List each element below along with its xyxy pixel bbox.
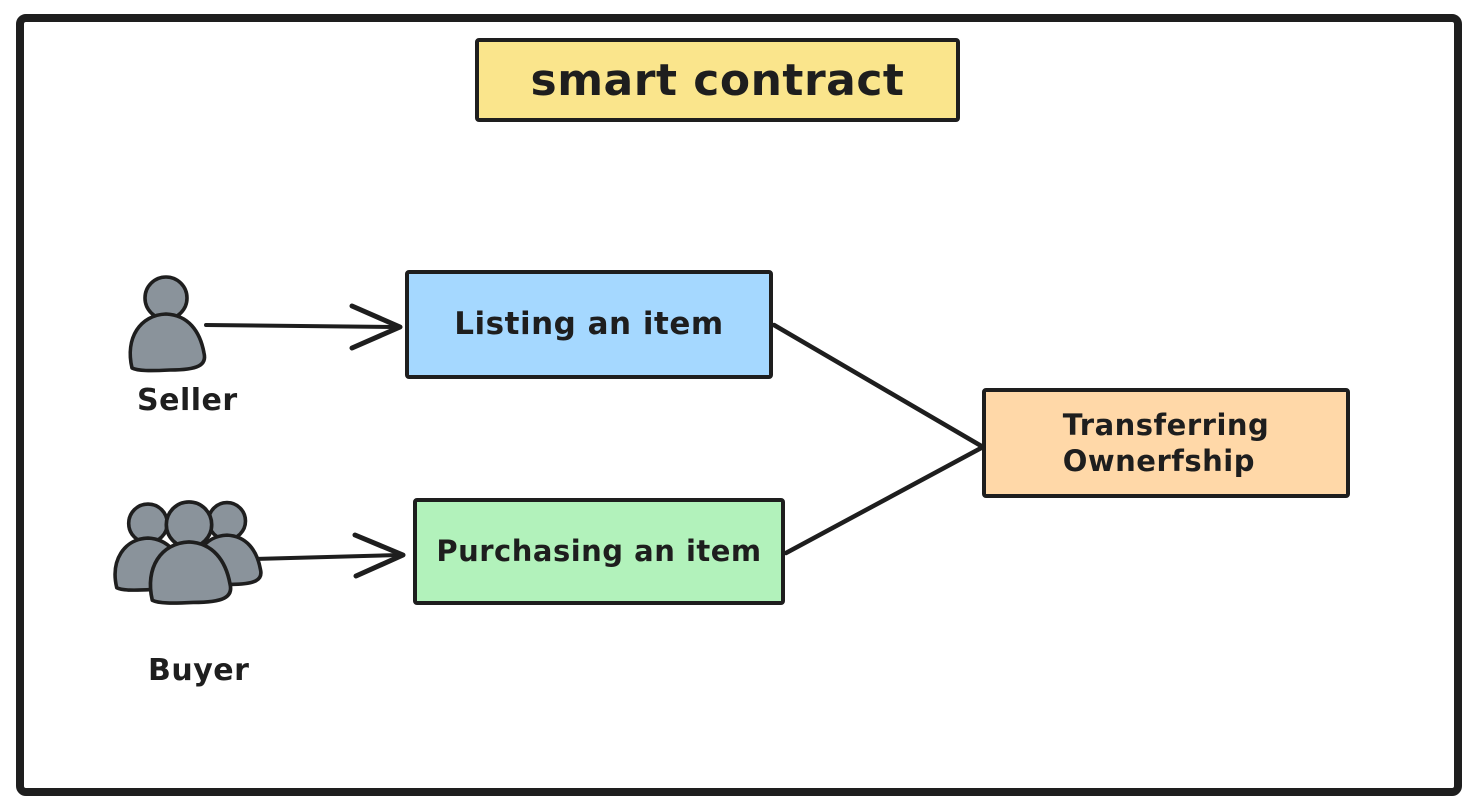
outer-border: [16, 14, 1462, 796]
node-purchasing-label: Purchasing an item: [436, 534, 762, 569]
node-purchasing-an-item: Purchasing an item: [413, 498, 785, 605]
title-box: smart contract: [475, 38, 960, 122]
node-listing-an-item: Listing an item: [405, 270, 773, 379]
node-listing-label: Listing an item: [454, 306, 724, 343]
node-transferring-ownership: Transferring Ownerfship: [982, 388, 1350, 498]
seller-person-icon: [128, 275, 207, 373]
buyer-label: Buyer: [148, 653, 250, 688]
buyer-people-group-icon: [113, 500, 263, 605]
line-listing-to-transferring: [771, 322, 986, 450]
arrow-seller-to-listing: [204, 303, 403, 351]
title-label: smart contract: [530, 54, 905, 106]
line-purchasing-to-transferring: [783, 444, 986, 556]
seller-label: Seller: [137, 383, 238, 418]
arrow-buyer-to-purchasing: [251, 532, 406, 579]
node-transferring-label: Transferring Ownerfship: [1062, 407, 1270, 478]
